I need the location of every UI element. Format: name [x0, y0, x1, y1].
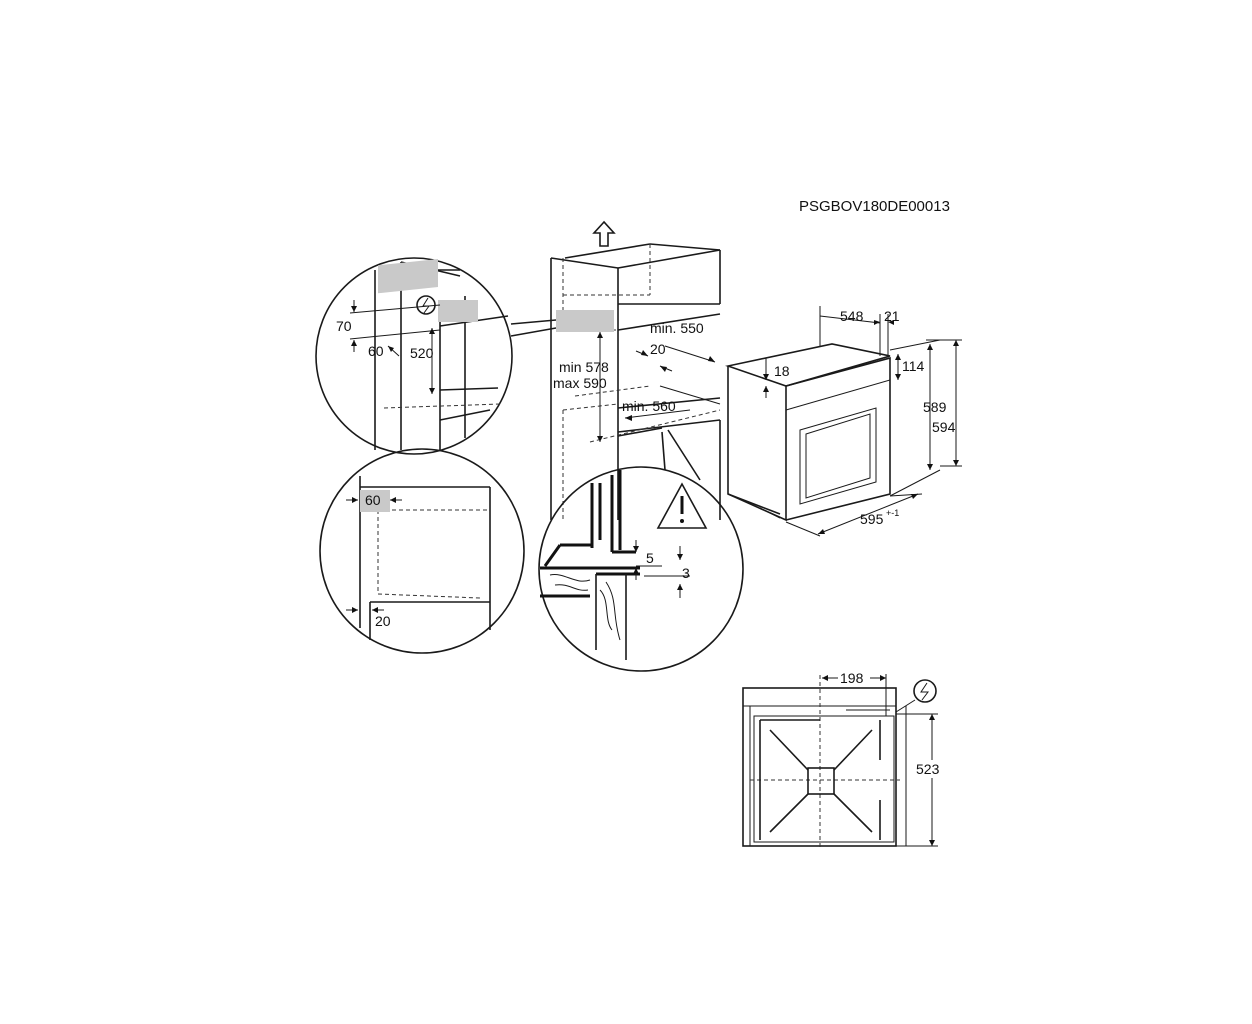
dim-3: 3: [682, 565, 690, 581]
electric-connection-icon: [416, 295, 436, 315]
dim-min-550: min. 550: [650, 320, 704, 336]
dim-595: 595: [860, 511, 884, 527]
dim-60-bottom: 60: [365, 492, 381, 508]
dim-70: 70: [336, 318, 352, 334]
up-arrow-icon: [592, 220, 616, 247]
dim-min-560: min. 560: [622, 398, 676, 414]
detail-top-left: 70 60 520: [315, 257, 557, 455]
top-view: 198 523: [742, 670, 944, 850]
dim-21: 21: [884, 308, 900, 324]
detail-bottom-center: 5 3: [538, 466, 744, 672]
dim-520: 520: [410, 345, 434, 361]
dim-589: 589: [923, 399, 947, 415]
dim-18: 18: [774, 363, 790, 379]
dim-60-top: 60: [368, 343, 384, 359]
dim-20-cabinet: 20: [650, 341, 666, 357]
warning-triangle-icon: [656, 482, 708, 529]
dim-548: 548: [840, 308, 864, 324]
dim-595-tolerance: +-1: [886, 508, 899, 518]
dim-523: 523: [916, 761, 940, 777]
dim-5: 5: [646, 550, 654, 566]
cabinet: min. 550 20 min 578 max 590 min. 560: [550, 243, 721, 520]
dim-min-578: min 578: [559, 359, 609, 375]
electric-connection-icon: [913, 679, 937, 703]
dim-198: 198: [840, 670, 864, 686]
detail-bottom-left: 60 20: [319, 448, 525, 654]
oven: 548 21 114 18 589 594 595 +-1: [725, 306, 962, 537]
dim-594: 594: [932, 419, 956, 435]
dim-max-590: max 590: [553, 375, 607, 391]
drawing-code: PSGBOV180DE00013: [799, 198, 950, 215]
dim-114: 114: [902, 358, 925, 374]
dim-20-bottom-left: 20: [375, 613, 391, 629]
